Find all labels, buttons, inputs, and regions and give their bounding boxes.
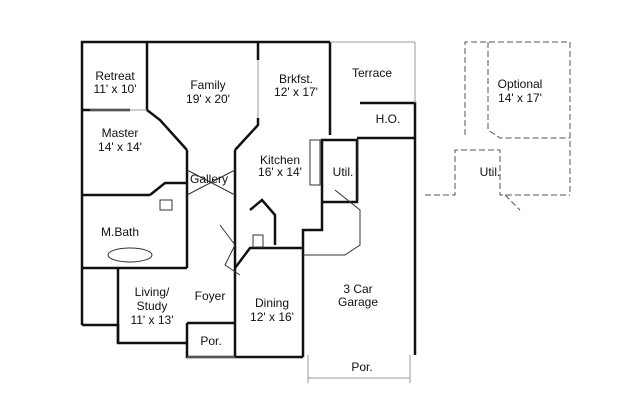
room-name-optional: Optional — [498, 77, 543, 91]
room-size-brkfst: 12' x 17' — [274, 85, 318, 99]
room-name-gallery: Gallery — [190, 172, 228, 186]
room-size-master: 14' x 14' — [98, 140, 142, 154]
room-name-terrace: Terrace — [352, 66, 392, 80]
room-name-family: Family — [190, 78, 225, 92]
room-name-living-2: Study — [137, 299, 168, 313]
room-name-optional-util: Util. — [480, 165, 501, 179]
room-name-garage-2: Garage — [338, 295, 378, 309]
room-size-family: 19' x 20' — [186, 92, 230, 106]
room-name-mbath: M.Bath — [101, 225, 139, 239]
interior-walls — [82, 42, 332, 357]
room-name-ho: H.O. — [376, 112, 401, 126]
room-name-dining: Dining — [255, 296, 289, 310]
optional-wing — [425, 41, 571, 211]
room-size-dining: 12' x 16' — [250, 310, 294, 324]
fixtures-and-details — [90, 41, 416, 383]
room-size-optional: 14' x 17' — [498, 91, 542, 105]
room-name-foyer: Foyer — [195, 289, 226, 303]
room-labels: Retreat 11' x 10' Family 19' x 20' Brkfs… — [93, 66, 542, 374]
room-name-master: Master — [102, 126, 139, 140]
room-size-kitchen: 16' x 14' — [258, 165, 302, 179]
room-name-kitchen: Kitchen — [260, 153, 300, 167]
room-name-retreat: Retreat — [95, 69, 135, 83]
room-name-living-1: Living/ — [135, 285, 170, 299]
room-name-garage-1: 3 Car — [343, 282, 372, 296]
room-name-brkfst: Brkfst. — [279, 72, 313, 86]
room-name-util: Util. — [333, 165, 354, 179]
room-size-retreat: 11' x 10' — [93, 82, 136, 96]
room-name-garage-porch: Por. — [351, 360, 372, 374]
room-size-living: 11' x 13' — [130, 313, 173, 327]
room-name-front-porch: Por. — [200, 334, 221, 348]
